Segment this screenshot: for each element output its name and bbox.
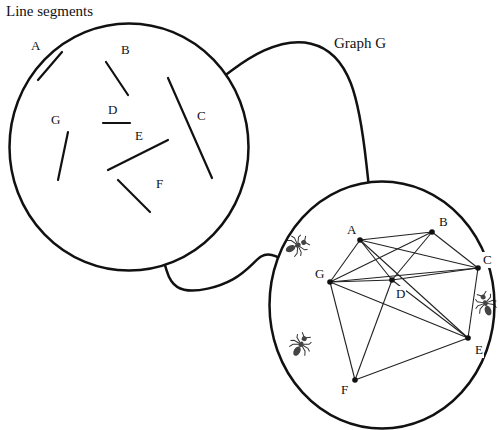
label-holder: D [107,102,118,118]
label-holder: A [346,222,357,238]
ant-body [294,242,301,248]
vertex-letter: B [120,42,131,58]
label-holder: B [120,42,131,58]
label-holder: F [340,382,349,398]
vertex-letter: A [346,222,357,238]
graph-edge [355,338,468,380]
graph-edge [392,268,478,280]
ant-body [285,244,297,254]
label-holder: D [395,286,406,302]
circle-outline [268,180,496,430]
vertex-letter: G [50,112,61,128]
label-holder: A [30,38,41,54]
ant-body [298,341,304,348]
line-segment [118,180,150,212]
link-curve [165,254,278,290]
vertex-letter: F [340,382,349,398]
circle-outline [270,182,495,429]
graph-edge [330,268,478,282]
vertex-letter: D [395,286,406,302]
ant-body [292,345,303,357]
graph-vertex [357,237,363,243]
graph-vertex [352,377,358,383]
vertex-letter: E [474,342,484,358]
line-segment [108,140,168,170]
heading-holder: Graph G [332,34,388,52]
ant-body [482,300,488,307]
vertex-letter: C [196,108,207,124]
vertex-letter: F [155,176,164,192]
graph-edge [355,280,392,380]
graph-vertex [389,277,395,283]
graph-vertex [475,265,481,271]
ant-figure [285,329,316,361]
ant-head [301,335,308,342]
graph-edge [468,268,478,338]
graph-vertex [429,229,435,235]
graph-vertex [465,335,471,341]
graph-edge [432,232,478,268]
circle-outline [8,22,250,272]
line-segment [103,122,130,124]
region-circle: Graph G [268,180,496,430]
label-holder: C [196,108,207,124]
heading-holder: Line segments [4,2,95,20]
ant-body [483,305,492,317]
graph-edge [330,282,355,380]
ant-figure [281,231,312,261]
ant-head [480,294,486,300]
vertex-letter: E [134,128,144,144]
line-segment [58,132,68,180]
label-holder: E [134,128,144,144]
vertex-letter: G [314,266,325,282]
vertex-letter: D [107,102,118,118]
ant-head [300,239,307,246]
vertex-letter: A [30,38,41,54]
line-segment [106,62,128,95]
graph-edge [330,282,468,338]
line-segment [38,52,62,80]
graph-edge [330,232,432,282]
label-holder: G [314,266,325,282]
graph-edge [330,240,360,282]
graph-vertex [327,279,333,285]
graph-edge [360,232,432,240]
label-holder: B [438,214,449,230]
graph-edge [330,280,392,282]
region-circle: Line segments [8,22,250,272]
circle-outline [10,24,249,271]
label-holder: E [474,342,484,358]
graph-edge [392,280,468,338]
line-segment [168,78,212,178]
label-holder: G [50,112,61,128]
region-heading: Line segments [4,2,95,20]
vertex-letter: B [438,214,449,230]
label-holder: F [155,176,164,192]
region-heading: Graph G [332,34,388,52]
